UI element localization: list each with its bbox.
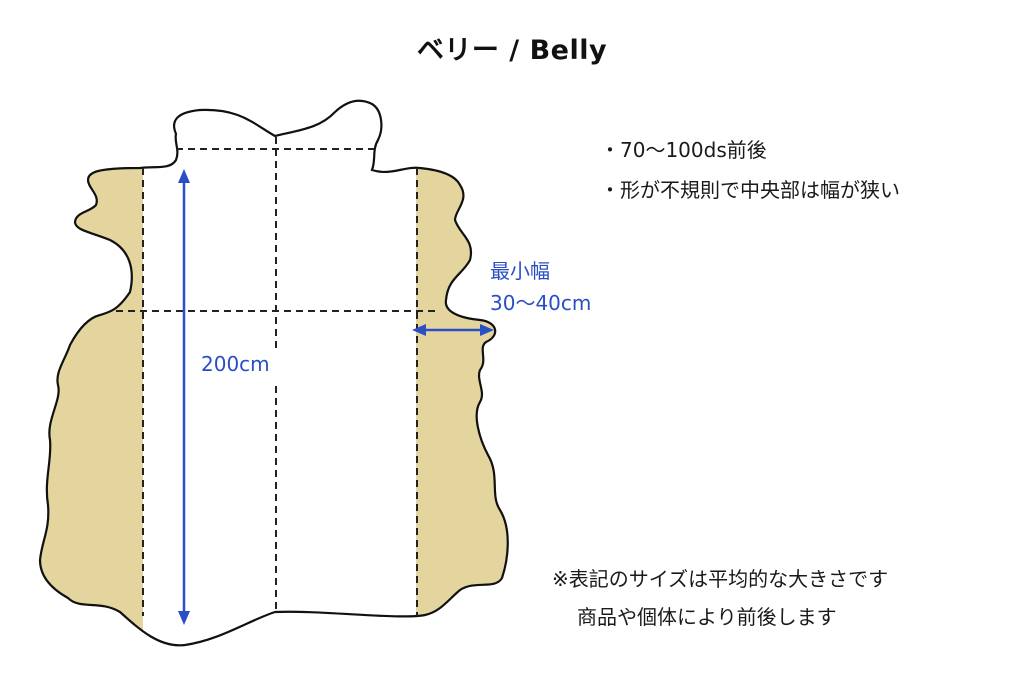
hide-outline [40, 100, 508, 646]
length-arrow [178, 169, 190, 625]
disclaimer-line-2: 商品や個体により前後します [577, 605, 837, 629]
min-width-value: 30〜40cm [490, 291, 592, 315]
notes-list: ・70〜100ds前後 ・形が不規則で中央部は幅が狭い [600, 130, 900, 210]
note-item: ・形が不規則で中央部は幅が狭い [600, 178, 900, 202]
disclaimer: ※表記のサイズは平均的な大きさです 商品や個体により前後します [552, 560, 888, 636]
disclaimer-line-1: ※表記のサイズは平均的な大きさです [552, 567, 889, 591]
min-width-arrow [412, 324, 494, 336]
note-item: ・70〜100ds前後 [600, 138, 767, 162]
page-title: ベリー / Belly [416, 35, 608, 66]
min-width-title: 最小幅 [490, 259, 550, 283]
length-label: 200cm [201, 352, 270, 376]
